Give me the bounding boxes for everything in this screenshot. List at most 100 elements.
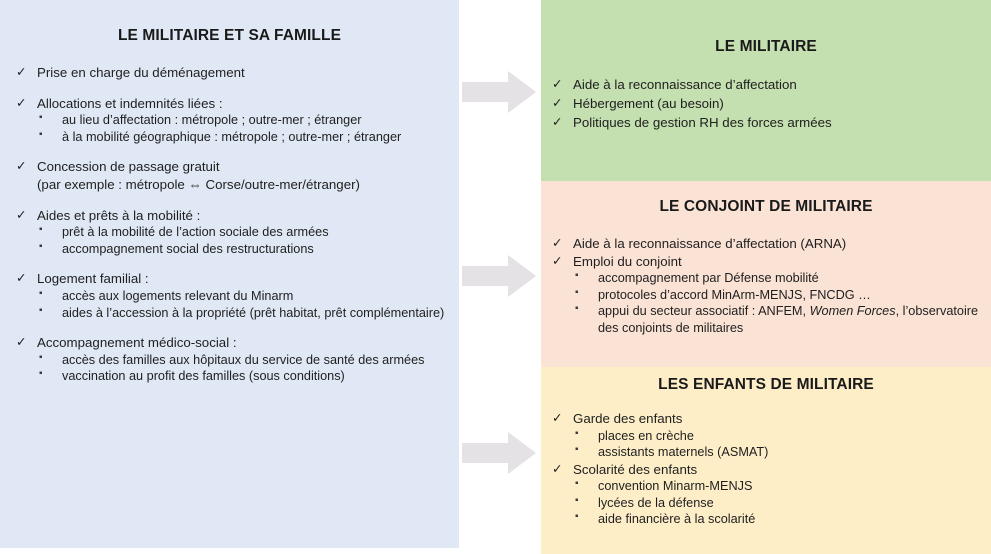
square-bullet-icon: ▪ <box>575 494 579 506</box>
sub-list-item-label: protocoles d’accord MinArm-MENJS, FNCDG … <box>598 287 871 302</box>
sub-list-item: ▪au lieu d’affectation : métropole ; out… <box>37 112 449 129</box>
check-icon: ✓ <box>16 271 27 286</box>
sub-list-item: ▪ convention Minarm-MENJS <box>573 478 981 495</box>
sub-list-item-label: places en crèche <box>598 428 694 443</box>
panel-family-title: LE MILITAIRE ET SA FAMILLE <box>117 27 342 44</box>
square-bullet-icon: ▪ <box>39 351 43 363</box>
panel-children-title: LES ENFANTS DE MILITAIRE <box>658 376 874 393</box>
sub-list-item: ▪lycées de la défense <box>573 495 981 512</box>
panel-family-list: ✓Prise en charge du déménagement✓Allocat… <box>13 64 449 385</box>
check-icon: ✓ <box>16 95 27 110</box>
panel-spouse-title: LE CONJOINT DE MILITAIRE <box>659 198 873 215</box>
sub-list-item-label: à la mobilité géographique : métropole ;… <box>62 129 402 144</box>
sub-list-item-label: prêt à la mobilité de l’action sociale d… <box>62 225 329 240</box>
sub-list-item-label: accès aux logements relevant du Minarm <box>62 289 294 304</box>
list-spacer <box>13 257 449 270</box>
sub-list-item-label: aides à l’accession à la propriété (prêt… <box>62 305 445 320</box>
sub-list-item: ▪ à la mobilité géographique : métropole … <box>37 129 449 146</box>
sub-list-item-label: assistants maternels (ASMAT) <box>598 445 769 460</box>
check-icon: ✓ <box>16 335 27 350</box>
square-bullet-icon: ▪ <box>575 303 579 315</box>
checklist-item-label: Aides et prêts à la mobilité : <box>37 207 201 223</box>
checklist-item-label: Emploi du conjoint <box>573 253 682 269</box>
sub-list: ▪ accès aux logements relevant du Minarm▪… <box>37 288 449 321</box>
checklist-item-label: Scolarité des enfants <box>573 461 698 477</box>
square-bullet-icon: ▪ <box>575 427 579 439</box>
checklist-item-label: Logement familial : <box>37 271 149 287</box>
sub-list-item-label: convention Minarm-MENJS <box>598 479 753 494</box>
arrow-to-soldier-icon <box>462 71 536 113</box>
list-spacer <box>13 194 449 207</box>
panel-children: LES ENFANTS DE MILITAIRE ✓ Garde des enfa… <box>541 367 991 554</box>
checklist-item: ✓Garde des enfants▪places en crèche▪assi… <box>549 410 981 461</box>
sub-list-item: ▪accès des familles aux hôpitaux du serv… <box>37 352 449 369</box>
checklist-item-label: Politiques de gestion RH des forces armé… <box>573 114 832 130</box>
checklist-item: ✓Hébergement (au besoin) <box>549 95 981 114</box>
checklist-item-label: Concession de passage gratuit <box>37 159 220 175</box>
arrow-to-children-icon <box>462 432 536 474</box>
checklist-item: ✓Emploi du conjoint▪accompagnement par D… <box>549 253 981 337</box>
panel-soldier-list: ✓Aide à la reconnaissance d’affectation✓… <box>549 76 981 133</box>
checklist-item-label: Aide à la reconnaissance d’affectation (… <box>573 236 847 251</box>
check-icon: ✓ <box>552 411 563 425</box>
list-spacer <box>13 82 449 95</box>
square-bullet-icon: ▪ <box>575 444 579 456</box>
sub-list-item: ▪ accompagnement social des restructurati… <box>37 241 449 258</box>
square-bullet-icon: ▪ <box>39 240 43 252</box>
sub-list-item: ▪ places en crèche <box>573 428 981 445</box>
square-bullet-icon: ▪ <box>39 128 43 140</box>
checklist-item-label: Allocations et indemnités liées : <box>37 95 223 111</box>
checklist-item-label: Aide à la reconnaissance d’affectation <box>573 77 797 92</box>
square-bullet-icon: ▪ <box>39 224 43 236</box>
sub-list-item: ▪aides à l’accession à la propriété (prê… <box>37 305 449 322</box>
list-spacer <box>13 321 449 334</box>
arrow-to-spouse-icon <box>462 255 536 297</box>
square-bullet-icon: ▪ <box>39 288 43 300</box>
sub-list: ▪ places en crèche ▪ assistants maternels (… <box>573 428 981 461</box>
sub-list-item-label: accompagnement social des restructuratio… <box>62 241 314 256</box>
checklist-item-continuation: (par exemple : métropole ⇔ Corse/outre-m… <box>37 177 360 193</box>
sub-list-item-label: appui du secteur associatif : ANFEM, Wom… <box>598 304 979 335</box>
panel-soldier-title: LE MILITAIRE <box>715 38 817 55</box>
checklist-item: ✓Aides et prêts à la mobilité :▪prêt à l… <box>13 207 449 258</box>
square-bullet-icon: ▪ <box>575 270 579 282</box>
checklist-item: ✓ Concession de passage gratuit (par exemp… <box>13 158 449 193</box>
check-icon: ✓ <box>552 114 563 129</box>
checklist-item: ✓ Allocations et indemnités liées :▪au li… <box>13 95 449 146</box>
sub-list: ▪accompagnement par Défense mobilité▪pro… <box>573 270 981 336</box>
checklist-item: ✓Scolarité des enfants▪convention Minarm… <box>549 461 981 528</box>
check-icon: ✓ <box>16 65 27 79</box>
panel-spouse: LE CONJOINT DE MILITAIRE ✓ Aide à la reco… <box>541 181 991 367</box>
square-bullet-icon: ▪ <box>575 511 579 523</box>
sub-list-item: ▪protocoles d’accord MinArm-MENJS, FNCDG… <box>573 287 981 304</box>
sub-list-item: ▪ aide financière à la scolarité <box>573 511 981 528</box>
sub-list-item-label: accompagnement par Défense mobilité <box>598 271 819 286</box>
check-icon: ✓ <box>552 461 563 476</box>
sub-list-item: ▪ vaccination au profit des familles (sou… <box>37 368 449 385</box>
sub-list: ▪au lieu d’affectation : métropole ; out… <box>37 112 449 145</box>
sub-list-item: ▪ assistants maternels (ASMAT) <box>573 444 981 461</box>
check-icon: ✓ <box>552 77 563 91</box>
square-bullet-icon: ▪ <box>575 478 579 490</box>
panel-children-list: ✓Garde des enfants▪places en crèche▪assi… <box>549 410 981 528</box>
checklist-item-label: Accompagnement médico-social : <box>37 335 237 351</box>
emphasis-text: Women Forces <box>809 304 896 319</box>
sub-list-item: ▪ accès aux logements relevant du Minarm <box>37 288 449 305</box>
checklist-item: ✓ Aide à la reconnaissance d’affectation … <box>549 235 981 253</box>
sub-list-item-label: vaccination au profit des familles (sous… <box>62 369 345 384</box>
check-icon: ✓ <box>16 159 27 174</box>
check-icon: ✓ <box>552 253 563 268</box>
checklist-item: ✓Prise en charge du déménagement <box>13 64 449 82</box>
check-icon: ✓ <box>552 95 563 110</box>
checklist-item-label: Garde des enfants <box>573 411 683 426</box>
checklist-item: ✓ Aide à la reconnaissance d’affectation <box>549 76 981 95</box>
square-bullet-icon: ▪ <box>39 368 43 380</box>
panel-soldier: LE MILITAIRE ✓ Aide à la reconnaissance d… <box>541 0 991 181</box>
panel-spouse-list: ✓ Aide à la reconnaissance d’affectation … <box>549 235 981 336</box>
sub-list-item-label: aide financière à la scolarité <box>598 512 756 527</box>
list-spacer <box>13 145 449 158</box>
sub-list-item: ▪ appui du secteur associatif : ANFEM, Wo… <box>573 303 981 336</box>
checklist-item: ✓ Politiques de gestion RH des forces arm… <box>549 114 981 133</box>
check-icon: ✓ <box>552 236 563 250</box>
